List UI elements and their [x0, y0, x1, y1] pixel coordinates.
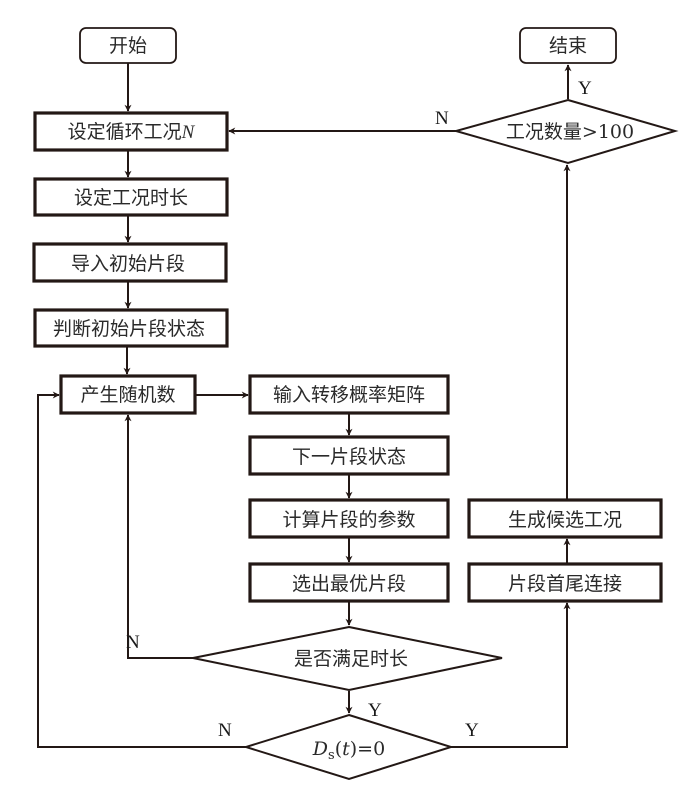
node-input-matrix: 输入转移概率矩阵	[248, 374, 450, 415]
node-end: 结束	[519, 27, 617, 64]
node-connect-segments-label: 片段首尾连接	[508, 573, 622, 595]
node-start: 开始	[79, 27, 177, 64]
node-import-initial: 导入初始片段	[32, 242, 228, 283]
process-box	[59, 374, 197, 415]
node-input-matrix-label: 输入转移概率矩阵	[273, 384, 425, 406]
node-import-initial-label: 导入初始片段	[71, 253, 185, 275]
decision-diamond	[192, 625, 503, 692]
node-check-count: 工况数量>100	[452, 98, 679, 165]
node-calc-params-label: 计算片段的参数	[282, 509, 415, 531]
edge-label-duration-yes: Y	[368, 700, 382, 721]
node-start-label: 开始	[109, 35, 147, 57]
process-box	[467, 562, 663, 603]
process-box	[248, 374, 450, 415]
process-box	[248, 435, 450, 476]
edge-check-ds-yes-to-connect-segments	[451, 602, 571, 748]
decision-diamond	[452, 98, 679, 165]
node-check-duration-label: 是否满足时长	[294, 648, 408, 670]
node-gen-random-label: 产生随机数	[80, 384, 175, 406]
node-next-state: 下一片段状态	[248, 435, 450, 476]
node-gen-random: 产生随机数	[59, 374, 197, 415]
node-connect-segments: 片段首尾连接	[467, 562, 663, 603]
edge-labels: Y N N Y N Y	[126, 78, 592, 741]
process-box	[33, 177, 229, 217]
node-judge-initial-state: 判断初始片段状态	[33, 308, 229, 348]
math-tail: )=0	[350, 738, 385, 760]
node-judge-initial-state-label: 判断初始片段状态	[53, 318, 205, 340]
edge-label-ds-yes: Y	[465, 720, 479, 741]
node-check-duration: 是否满足时长	[192, 625, 503, 692]
terminal-shape	[519, 27, 617, 64]
process-box	[248, 562, 450, 603]
node-gen-candidate-label: 生成候选工况	[508, 509, 622, 531]
node-set-duration: 设定工况时长	[33, 177, 229, 217]
process-box	[33, 111, 229, 152]
edge-check-duration-no-to-gen-random	[124, 414, 193, 659]
math-subscript: s	[328, 748, 335, 763]
node-check-count-label: 工况数量>100	[506, 121, 634, 143]
process-box	[32, 242, 228, 283]
edge-label-ds-no: N	[218, 720, 232, 741]
node-gen-candidate: 生成候选工况	[467, 498, 663, 539]
edge-label-count-no: N	[435, 108, 449, 129]
process-box	[33, 308, 229, 348]
edge-check-ds-no-to-gen-random	[37, 391, 246, 748]
node-set-duration-label: 设定工况时长	[74, 187, 188, 209]
node-check-ds-label: Ds(t)=0	[312, 738, 385, 763]
node-select-best-label: 选出最优片段	[292, 573, 406, 595]
node-set-cycle-text: 设定循环工况	[68, 121, 182, 143]
node-select-best: 选出最优片段	[248, 562, 450, 603]
node-check-ds: Ds(t)=0	[242, 713, 455, 781]
node-next-state-label: 下一片段状态	[292, 446, 406, 468]
decision-diamond	[242, 713, 455, 781]
node-end-label: 结束	[549, 35, 587, 57]
math-open-paren: (	[335, 738, 342, 760]
node-calc-params: 计算片段的参数	[248, 498, 450, 539]
node-set-cycle-label: 设定循环工况N	[68, 121, 196, 143]
math-variable: t	[342, 738, 350, 760]
process-box	[248, 498, 450, 539]
edges	[37, 63, 572, 748]
edge-label-count-yes: Y	[578, 78, 592, 99]
terminal-shape	[79, 27, 177, 64]
process-box	[467, 498, 663, 539]
node-set-cycle: 设定循环工况N	[33, 111, 229, 152]
math-base: D	[312, 738, 328, 760]
node-set-cycle-variable: N	[181, 122, 196, 143]
edge-label-duration-no: N	[126, 632, 140, 653]
